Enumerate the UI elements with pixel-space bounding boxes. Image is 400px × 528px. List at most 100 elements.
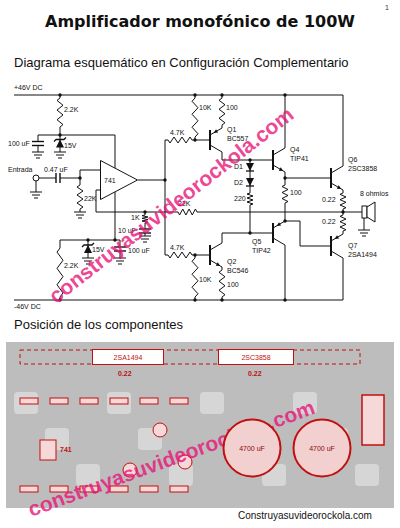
component-value: 22K bbox=[84, 195, 96, 202]
transistor-symbol bbox=[331, 183, 343, 190]
copper-pad bbox=[107, 392, 131, 414]
footprint-outline bbox=[93, 350, 164, 365]
component-value: Q1 bbox=[227, 126, 236, 133]
junction-dot bbox=[193, 138, 196, 141]
op-amp-triangle bbox=[101, 161, 138, 200]
wire bbox=[60, 178, 80, 179]
copper-pad bbox=[200, 392, 224, 414]
resistor-outline bbox=[80, 398, 98, 404]
copper-pad bbox=[14, 392, 38, 414]
input-jack bbox=[33, 175, 39, 181]
component-value: 0.22 bbox=[322, 218, 336, 225]
wire bbox=[36, 181, 37, 192]
component-value: 8 ohmios bbox=[360, 190, 388, 197]
wire bbox=[138, 180, 165, 181]
wire bbox=[38, 135, 115, 136]
component-value: 100 bbox=[290, 189, 302, 196]
component-value: Q2 bbox=[227, 258, 236, 265]
op-amp: 741 bbox=[100, 160, 138, 200]
component-value: 10K bbox=[199, 104, 211, 111]
transistor-footprint: 2SA1494 bbox=[92, 349, 164, 365]
chip-outline bbox=[40, 440, 56, 460]
diode-symbol bbox=[246, 163, 254, 171]
component-value: Q7 bbox=[348, 242, 357, 249]
component-value: 2SA1494 bbox=[348, 251, 377, 258]
wire bbox=[115, 192, 116, 240]
speaker-symbol bbox=[362, 206, 367, 218]
junction-dot bbox=[193, 93, 196, 96]
wire bbox=[115, 135, 116, 168]
component-value: 100 bbox=[226, 104, 238, 111]
resistor-symbol bbox=[57, 95, 63, 130]
node-text: 4700 uF bbox=[309, 445, 335, 452]
wire bbox=[285, 245, 286, 300]
component-value: 0.22 bbox=[322, 196, 336, 203]
ground-symbol bbox=[56, 155, 64, 156]
ground-symbol bbox=[30, 192, 42, 193]
ground-symbol bbox=[360, 233, 368, 234]
transistor-symbol bbox=[273, 148, 285, 155]
page-number: 1 bbox=[385, 4, 389, 11]
ground-symbol bbox=[78, 218, 82, 219]
wire bbox=[285, 178, 326, 179]
transistor-symbol bbox=[273, 165, 285, 172]
junction-dot bbox=[58, 133, 61, 136]
component-value: -46V DC bbox=[14, 303, 41, 310]
resistor-symbol bbox=[219, 95, 225, 128]
component-value: Entrada bbox=[8, 166, 33, 173]
speaker-symbol bbox=[367, 202, 375, 222]
transistor-symbol bbox=[331, 234, 343, 241]
capacitor-outline bbox=[153, 423, 167, 437]
component-value: 10K bbox=[199, 276, 211, 283]
wire bbox=[285, 221, 326, 246]
transistor-symbol bbox=[210, 128, 222, 135]
ground-symbol bbox=[143, 242, 147, 243]
component-value: 2.2K bbox=[64, 106, 78, 113]
component-value: BC546 bbox=[227, 267, 248, 274]
ground-symbol bbox=[362, 236, 366, 237]
resistor-symbol bbox=[247, 190, 253, 208]
emitter-arrow bbox=[337, 185, 341, 189]
junction-dot bbox=[283, 176, 286, 179]
resistor-outline bbox=[20, 398, 38, 404]
transistor-symbol bbox=[326, 246, 331, 247]
junction-dot bbox=[283, 93, 286, 96]
transistor-symbol bbox=[205, 140, 210, 141]
component-value: 100 bbox=[227, 281, 239, 288]
resistor-outline bbox=[20, 486, 38, 492]
terminal-block bbox=[362, 395, 384, 445]
pcb-marking: 0.22 bbox=[248, 370, 262, 377]
ground-symbol bbox=[76, 215, 84, 216]
wire bbox=[38, 135, 39, 142]
capacitor-symbol bbox=[32, 141, 44, 142]
resistor-outline bbox=[140, 398, 158, 404]
resistor-outline bbox=[50, 398, 68, 404]
transistor-symbol bbox=[205, 255, 210, 256]
supply-rail bbox=[14, 95, 343, 96]
junction-dot bbox=[283, 219, 286, 222]
wire bbox=[250, 208, 251, 233]
pcb-marking: 741 bbox=[60, 446, 72, 453]
junction-dot bbox=[193, 253, 196, 256]
component-value: Q6 bbox=[348, 156, 357, 163]
node-text: 2SC3858 bbox=[241, 354, 270, 361]
page-title: Amplificador monofónico de 100W bbox=[0, 12, 400, 31]
section-heading: Posición de los componentes bbox=[14, 318, 183, 331]
heatsink-bar bbox=[20, 350, 360, 364]
ground-symbol bbox=[116, 261, 124, 262]
ground-symbol bbox=[118, 264, 122, 265]
section-heading: Diagrama esquemático en Configuración Co… bbox=[14, 56, 349, 69]
diode-symbol bbox=[246, 185, 254, 186]
diode-symbol bbox=[246, 170, 254, 171]
ground-symbol bbox=[34, 155, 42, 156]
transistor-symbol bbox=[326, 178, 331, 179]
wire bbox=[343, 212, 362, 213]
component-value: 100 uF bbox=[8, 140, 30, 147]
emitter-arrow bbox=[335, 235, 339, 239]
component-value: 2SC3858 bbox=[348, 165, 377, 172]
ground-symbol bbox=[32, 195, 40, 196]
footprint-outline bbox=[219, 350, 294, 365]
wire bbox=[343, 258, 344, 300]
transistor-footprint: 2SC3858 bbox=[218, 349, 294, 365]
transistor-symbol bbox=[273, 238, 285, 245]
